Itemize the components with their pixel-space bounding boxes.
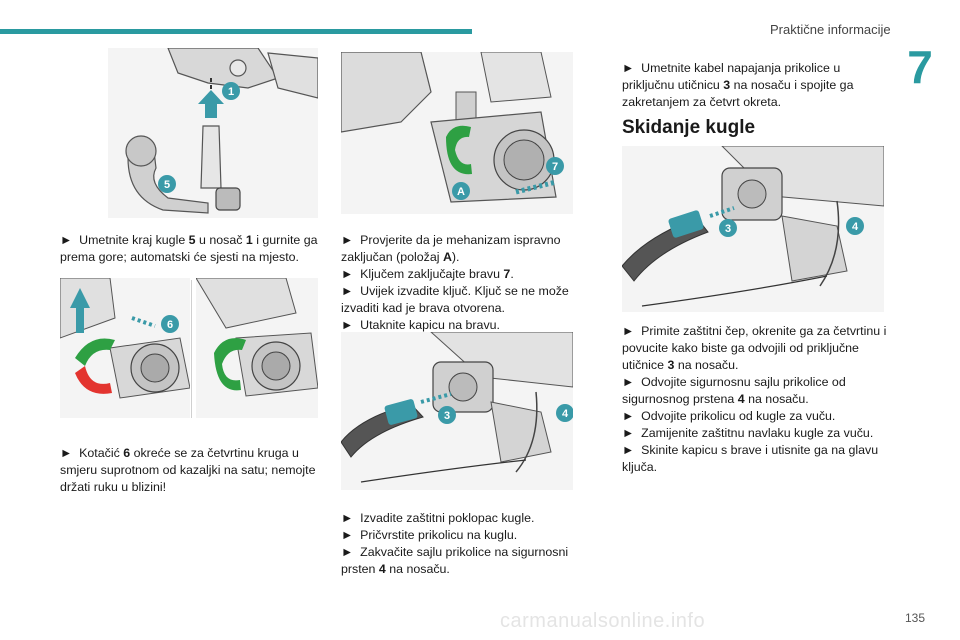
svg-text:4: 4 xyxy=(852,221,859,233)
col3-step-4: ► Odvojite prikolicu od kugle za vuču. xyxy=(622,409,836,423)
col2-step-1: ► Provjerite da je mehanizam ispravno za… xyxy=(341,233,561,264)
callout-3-removal: 3 xyxy=(719,219,737,237)
svg-text:A: A xyxy=(457,186,465,198)
svg-text:5: 5 xyxy=(164,179,170,191)
col1-text-b: ► Kotačić 6 okreće se za četvrtinu kruga… xyxy=(60,445,325,496)
svg-text:7: 7 xyxy=(552,161,558,173)
figure-knob-rotating-left: 6 xyxy=(60,278,190,418)
svg-text:1: 1 xyxy=(228,86,234,98)
callout-1: 1 xyxy=(222,82,240,100)
svg-text:4: 4 xyxy=(562,408,569,420)
figure-knob-rotating-right xyxy=(196,278,318,418)
col2-step-7: ► Zakvačite sajlu prikolice na sigurnosn… xyxy=(341,545,569,576)
col3-step-6: ► Skinite kapicu s brave i utisnite ga n… xyxy=(622,443,879,474)
col2-step-4: ► Utaknite kapicu na bravu. xyxy=(341,318,500,332)
col1-step-1: ► Umetnite kraj kugle 5 u nosač 1 i gurn… xyxy=(60,233,318,264)
callout-3: 3 xyxy=(438,406,456,424)
callout-A: A xyxy=(452,182,470,200)
callout-6: 6 xyxy=(161,315,179,333)
figure-lock-key: 7 A xyxy=(341,52,573,214)
col3-text-b: ► Primite zaštitni čep, okrenite ga za č… xyxy=(622,323,887,476)
figure-divider xyxy=(191,280,192,418)
watermark: carmanualsonline.info xyxy=(500,610,706,632)
col2-step-6: ► Pričvrstite prikolicu na kuglu. xyxy=(341,528,518,542)
col3-step-5: ► Zamijenite zaštitnu navlaku kugle za v… xyxy=(622,426,874,440)
callout-4: 4 xyxy=(556,404,573,422)
chapter-number: 7 xyxy=(907,41,933,93)
col1-text-a: ► Umetnite kraj kugle 5 u nosač 1 i gurn… xyxy=(60,232,325,266)
col2-step-2: ► Ključem zaključajte bravu 7. xyxy=(341,267,514,281)
section-heading: Skidanje kugle xyxy=(622,117,756,138)
col3-text-a: ► Umetnite kabel napajanja prikolice u p… xyxy=(622,60,887,111)
figure-ball-insertion: 1 5 xyxy=(108,48,318,218)
col2-text-b: ► Izvadite zaštitni poklopac kugle. ► Pr… xyxy=(341,510,606,578)
section-title: Praktične informacije xyxy=(770,22,891,37)
col3-step-1: ► Umetnite kabel napajanja prikolice u p… xyxy=(622,61,854,109)
svg-text:3: 3 xyxy=(444,410,450,422)
figure-socket-cable: 3 4 xyxy=(341,332,573,490)
col3-step-2: ► Primite zaštitni čep, okrenite ga za č… xyxy=(622,324,887,372)
col2-text-a: ► Provjerite da je mehanizam ispravno za… xyxy=(341,232,606,334)
col2-step-3: ► Uvijek izvadite ključ. Ključ se ne mož… xyxy=(341,284,569,315)
page-number: 135 xyxy=(905,611,926,625)
callout-7: 7 xyxy=(546,157,564,175)
header-accent-bar xyxy=(0,29,472,34)
callout-4-removal: 4 xyxy=(846,217,864,235)
col3-step-3: ► Odvojite sigurnosnu sajlu prikolice od… xyxy=(622,375,846,406)
svg-text:3: 3 xyxy=(725,223,731,235)
callout-5: 5 xyxy=(158,175,176,193)
col1-step-2: ► Kotačić 6 okreće se za četvrtinu kruga… xyxy=(60,446,316,494)
svg-text:6: 6 xyxy=(167,319,173,331)
col2-step-5: ► Izvadite zaštitni poklopac kugle. xyxy=(341,511,535,525)
figure-socket-cable-removal: 3 4 xyxy=(622,146,884,312)
